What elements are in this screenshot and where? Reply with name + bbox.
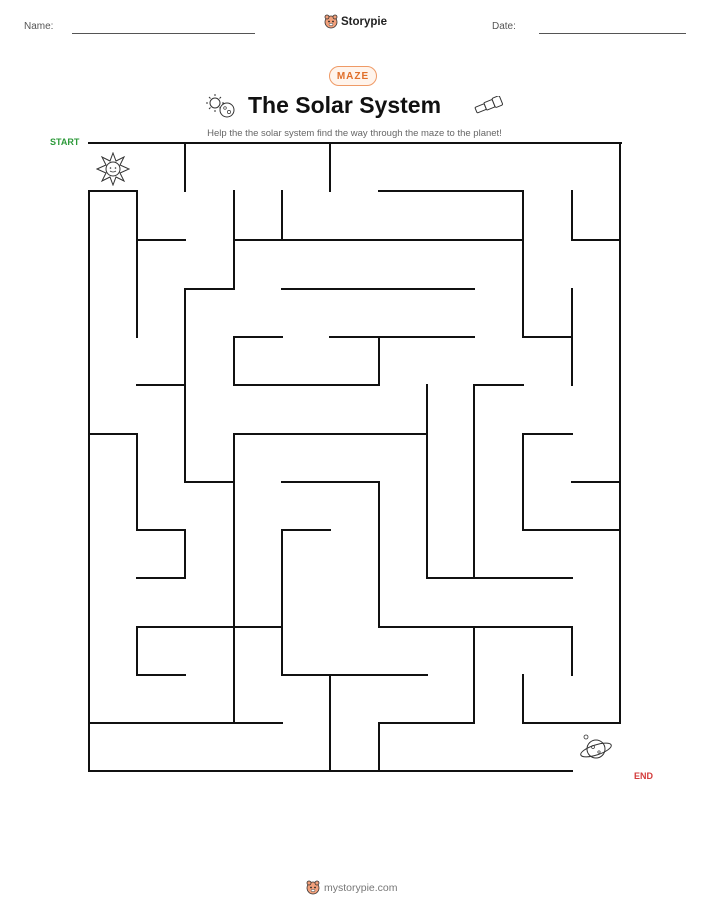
page-title: The Solar System <box>248 92 442 118</box>
date-label: Date: <box>492 21 516 32</box>
storypie-mascot-icon <box>324 14 338 29</box>
footer: mystorypie.com <box>306 880 398 895</box>
maze-badge: MAZE <box>329 66 377 86</box>
name-label: Name: <box>24 21 54 32</box>
planet-icon <box>580 734 612 759</box>
date-line[interactable] <box>539 33 686 34</box>
brand: Storypie <box>324 14 387 29</box>
storypie-mascot-icon <box>306 880 320 895</box>
sun-icon <box>96 152 130 186</box>
telescope-icon <box>474 96 503 114</box>
footer-site: mystorypie.com <box>324 881 398 894</box>
start-label: START <box>50 137 80 147</box>
name-line[interactable] <box>72 33 255 34</box>
end-label: END <box>634 771 654 781</box>
brand-name: Storypie <box>341 15 388 28</box>
instructions: Help the the solar system find the way t… <box>207 128 502 139</box>
sun-planet-icon <box>206 94 235 118</box>
